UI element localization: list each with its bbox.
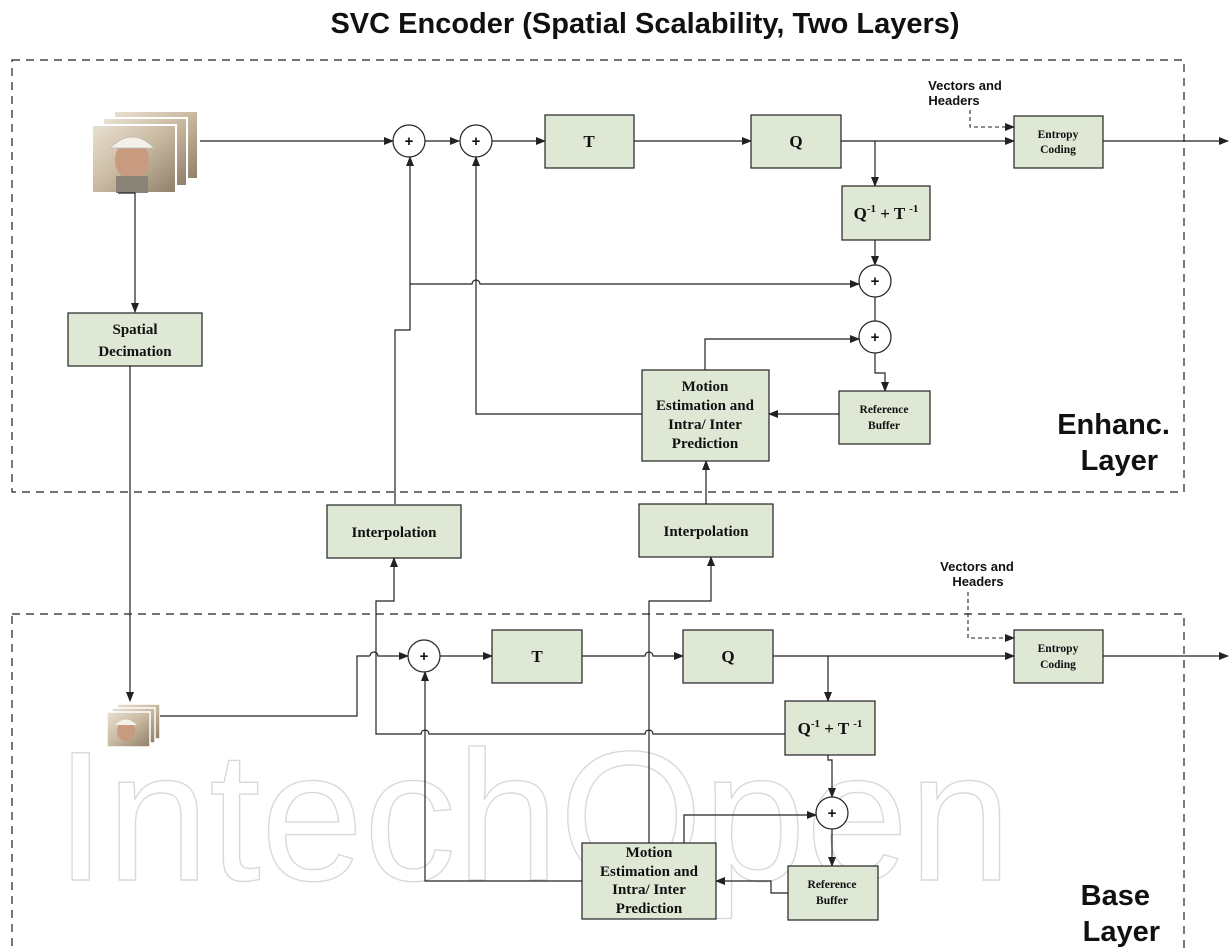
enh-sum-prediction-sign: + — [472, 133, 481, 150]
base-quantizer-block — [682, 629, 774, 684]
base-side-info-label-2: Headers — [952, 574, 1003, 589]
interpolation-residual-label: Interpolation — [351, 525, 437, 541]
base-inverse-qt-block — [784, 700, 876, 756]
enh-reference-buffer-block — [838, 390, 931, 445]
enh-motion-label-3: Intra/ Inter — [668, 417, 742, 433]
enh-side-info-label-1: Vectors and — [928, 78, 1002, 93]
base-motion-estimation-block — [581, 842, 717, 920]
base-entropy-coding-block — [1013, 629, 1104, 684]
base-quantizer-label: Q — [721, 647, 734, 666]
diagram-title: SVC Encoder (Spatial Scalability, Two La… — [330, 8, 960, 40]
enh-quantizer-block — [750, 114, 842, 169]
base-motion-label-1: Motion — [626, 845, 673, 861]
base-motion-label-4: Prediction — [616, 901, 683, 917]
base-motion-label-2: Estimation and — [600, 864, 699, 880]
enh-sum-reconstruct-1-sign: + — [871, 273, 880, 290]
base-entropy-label-2: Coding — [1040, 659, 1076, 671]
spatial-decimation-block — [67, 312, 203, 367]
interpolation-residual-block — [326, 504, 462, 559]
enhancement-layer-label-2: Layer — [1081, 445, 1158, 477]
enhancement-layer-label-1: Enhanc. — [1057, 409, 1170, 441]
enh-entropy-label-2: Coding — [1040, 144, 1076, 156]
base-entropy-label-1: Entropy — [1038, 643, 1079, 655]
enh-refbuf-label-2: Buffer — [868, 420, 900, 432]
enh-sum-reconstruct-2-sign: + — [871, 329, 880, 346]
enh-transform-block — [544, 114, 635, 169]
base-layer-label-1: Base — [1081, 880, 1150, 912]
enh-sum-inter-layer-sign: + — [405, 133, 414, 150]
spatial-decimation-label-1: Spatial — [112, 322, 157, 338]
base-inverse-qt-label: Q-1 + T -1 — [798, 718, 863, 738]
base-reference-buffer-block — [787, 865, 879, 921]
interpolation-motion-block — [638, 503, 774, 558]
enh-transform-label: T — [583, 132, 595, 151]
base-transform-block — [491, 629, 583, 684]
base-refbuf-label-1: Reference — [808, 879, 857, 891]
base-side-info-label-1: Vectors and — [940, 559, 1014, 574]
enh-motion-label-1: Motion — [682, 379, 729, 395]
enh-entropy-coding-block — [1013, 115, 1104, 169]
base-sum-prediction-sign: + — [420, 648, 429, 665]
base-refbuf-label-2: Buffer — [816, 895, 848, 907]
base-transform-label: T — [531, 647, 543, 666]
base-motion-label-3: Intra/ Inter — [612, 882, 686, 898]
video-frames-icon — [91, 110, 199, 194]
base-layer-label-2: Layer — [1083, 916, 1160, 948]
enh-inverse-qt-label: Q-1 + T -1 — [854, 203, 919, 223]
enh-motion-label-2: Estimation and — [656, 398, 755, 414]
enh-motion-label-4: Prediction — [672, 436, 739, 452]
video-frames-small-icon — [106, 703, 161, 748]
interpolation-motion-label: Interpolation — [663, 524, 749, 540]
base-sum-reconstruct-sign: + — [828, 805, 837, 822]
enhancement-layer-frame — [11, 59, 1185, 493]
enh-refbuf-label-1: Reference — [860, 404, 909, 416]
enh-inverse-qt-block — [841, 185, 931, 241]
base-layer-frame — [11, 613, 1185, 951]
enh-quantizer-label: Q — [789, 132, 802, 151]
spatial-decimation-label-2: Decimation — [98, 344, 172, 360]
enh-side-info-label-2: Headers — [928, 93, 979, 108]
enh-entropy-label-1: Entropy — [1038, 129, 1079, 141]
